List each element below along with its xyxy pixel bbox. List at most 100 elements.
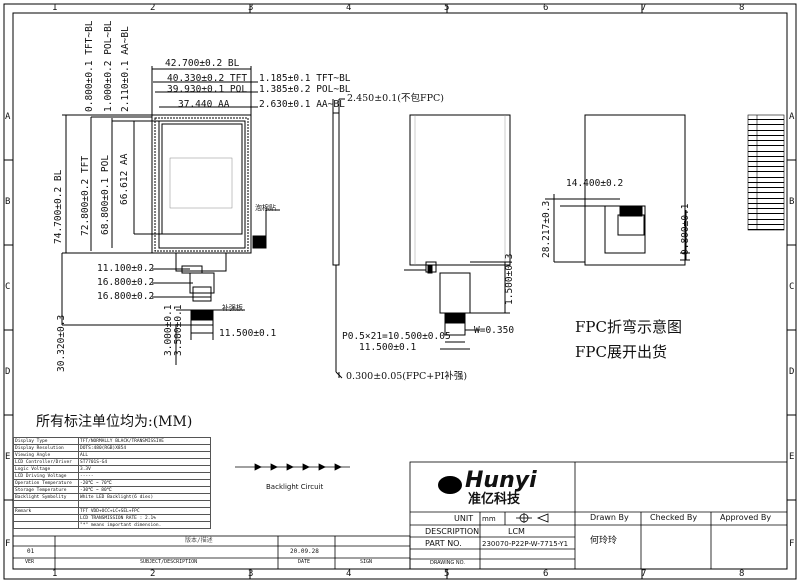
dim-tft-height: 72.800±0.2 TFT [80, 155, 91, 236]
dim-pol-width: 39.930±0.1 POL [167, 84, 248, 95]
pin-row [748, 183, 784, 189]
dim-pitch: P0.5×21=10.500±0.05 [342, 331, 451, 342]
dim-pol-bl-v: 1.000±0.2 POL~BL [103, 20, 114, 112]
dim-aa-bl: 2.630±0.1 AA~BL [259, 99, 345, 110]
pin-row [748, 131, 784, 136]
row-label-a: A [5, 112, 11, 122]
spec-row: LCD Driving Voltage----- [13, 472, 211, 480]
spec-row: "*" means important dimension. [13, 521, 211, 529]
backlight-label: Backlight Circuit [266, 483, 324, 491]
spec-key [13, 514, 79, 522]
dim-pol-bl: 1.385±0.2 POL~BL [259, 84, 351, 95]
pin-row [748, 204, 784, 210]
pin-row [748, 120, 784, 126]
rev-date: 20.09.28 [290, 548, 319, 555]
col-label-bottom-5: 5 [444, 569, 450, 579]
spec-value: TFT/NORMALLY BLACK/TRANSMISSIVE [78, 437, 211, 445]
backlight-circuit [235, 463, 350, 471]
spec-key: Display Resolution [13, 444, 79, 452]
description-value: LCM [508, 527, 525, 536]
zone-ticks [4, 4, 796, 579]
col-label-7: 7 [641, 3, 647, 13]
spec-key: Backlight Symbolity [13, 493, 79, 501]
label-reinforce: 补强板 [222, 304, 243, 312]
drawing-label: DRAWING NO. [430, 560, 465, 566]
pin-row [748, 209, 784, 215]
units-note: 所有标注单位均为:(MM) [36, 414, 193, 430]
spec-key: Display Type [13, 437, 79, 445]
col-label-bottom-4: 4 [346, 569, 352, 579]
col-label-bottom-1: 1 [52, 569, 58, 579]
fold-view-lines [545, 114, 690, 266]
row-label-f-right: F [789, 539, 795, 549]
front-view-lines [61, 66, 280, 365]
dim-tft-width: 40.330±0.2 TFT [167, 73, 248, 84]
spec-value: ALL [78, 451, 211, 459]
row-label-e-right: E [789, 452, 795, 462]
spec-value: White LED Backlight(6 dies) [78, 493, 211, 501]
spec-value: -20℃ ~ 70℃ [78, 479, 211, 487]
label-foam: 泡棉贴 [255, 204, 276, 212]
part-label: PART NO. [425, 539, 462, 548]
dim-fpc-width: 11.500±0.1 [219, 328, 277, 339]
spec-key [13, 521, 79, 529]
spec-key: LCD Driving Voltage [13, 472, 79, 480]
pin-row [748, 136, 784, 142]
pin-row [748, 193, 784, 199]
col-label-5: 5 [444, 3, 450, 13]
note-fpc-ship: FPC展开出货 [575, 343, 667, 361]
spec-value: "*" means important dimension. [78, 521, 211, 529]
spec-key: Remark [13, 507, 79, 515]
dim-thickness: 2.450±0.1(不包FPC) [347, 93, 444, 104]
row-label-a-right: A [789, 112, 795, 122]
row-label-d: D [5, 367, 11, 377]
dim-connector-width: 11.500±0.1 [359, 342, 417, 353]
spec-key: Storage Temperature [13, 486, 79, 494]
dim-tft-bl: 1.185±0.1 TFT~BL [259, 73, 351, 84]
row-label-b-right: B [789, 197, 795, 207]
dim-fold-offset: 0.800±0.1 [680, 203, 691, 255]
col-label-bottom-2: 2 [150, 569, 156, 579]
pin-row [748, 125, 784, 131]
pin-table-lines [747, 114, 785, 231]
back-view-lines [404, 114, 511, 350]
pin-row [748, 173, 784, 178]
part-value: 230070-P22P-W-7715-Y1 [482, 540, 569, 548]
spec-key: Viewing Angle [13, 451, 79, 459]
rev-footer-sign: SIGN [360, 559, 373, 565]
pin-row [748, 141, 784, 147]
col-label-1: 1 [52, 3, 58, 13]
spec-value: TFT VDD+OCC+LC+SEL+FPC [78, 507, 211, 515]
pin-row [748, 157, 784, 163]
dim-fpc-thickness: 0.300±0.05(FPC+PI补强) [346, 371, 468, 382]
drawn-by-label: Drawn By [590, 513, 629, 522]
side-view-lines [332, 98, 345, 379]
unit-label: UNIT [454, 514, 474, 523]
col-label-2: 2 [150, 3, 156, 13]
dim-bottom-3: 16.800±0.2 [97, 291, 155, 302]
spec-value: ----- [78, 472, 211, 480]
outer-frame [3, 3, 797, 580]
rev-footer-ver: VER [25, 559, 35, 565]
dim-fpc-length: 1.500±0.3 [504, 253, 515, 305]
spec-key [13, 500, 79, 508]
rev-ver-01: 01 [27, 548, 35, 555]
spec-value: LCD TRANSMISSION RATE : 2.1% [78, 514, 211, 522]
row-label-c-right: C [789, 282, 795, 292]
pin-row [748, 188, 784, 194]
dim-fpc-bottom-2: 3.500±0.1 [173, 304, 184, 356]
dim-tft-bl-v: 0.800±0.1 TFT~BL [84, 20, 95, 112]
description-label: DESCRIPTION [425, 527, 480, 536]
row-label-d-right: D [789, 367, 795, 377]
pin-row [748, 167, 784, 173]
dim-w: W=0.350 [474, 325, 515, 336]
pin-row [748, 178, 784, 183]
row-label-b: B [5, 197, 11, 207]
